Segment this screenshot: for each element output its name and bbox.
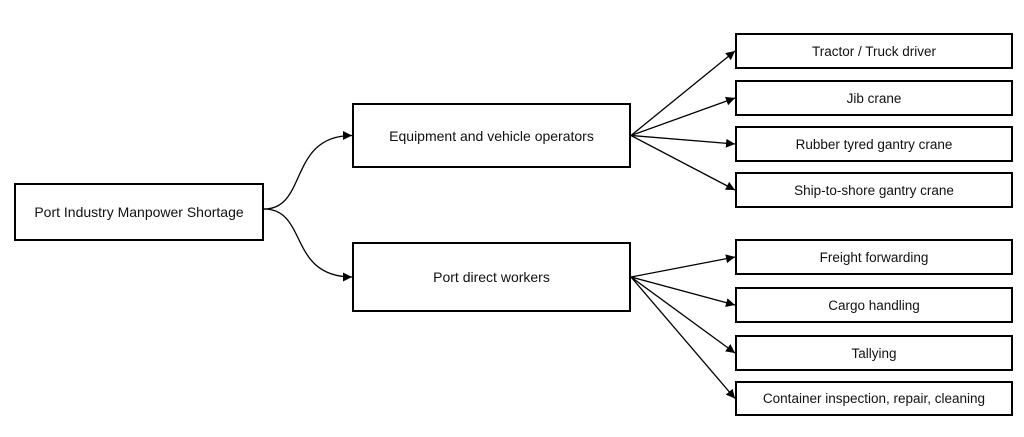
branch-0-to-leaf-0-arrow [630, 50, 736, 137]
leaf-label: Jib crane [846, 90, 902, 106]
leaf-node-truck-driver: Tractor / Truck driver [735, 33, 1013, 69]
branch-1-to-leaf-0-arrow [630, 254, 736, 278]
leaf-node-freight-forwarding: Freight forwarding [735, 239, 1013, 275]
branch-0-to-leaf-1-arrow [630, 96, 736, 137]
leaf-node-rubber-tyred-gantry-crane: Rubber tyred gantry crane [735, 126, 1013, 162]
branch-label: Port direct workers [433, 269, 550, 285]
root-label: Port Industry Manpower Shortage [34, 204, 244, 220]
leaf-node-jib-crane: Jib crane [735, 80, 1013, 116]
leaf-label: Tallying [851, 345, 897, 361]
branch-0-to-leaf-3-arrow [630, 134, 736, 191]
branch-node-port-direct-workers: Port direct workers [352, 242, 631, 312]
branch-node-equipment-operators: Equipment and vehicle operators [352, 103, 631, 168]
leaf-node-tallying: Tallying [735, 335, 1013, 371]
branch-1-to-leaf-1-arrow [630, 276, 736, 308]
leaf-label: Ship-to-shore gantry crane [794, 182, 954, 198]
leaf-label: Rubber tyred gantry crane [795, 136, 953, 152]
leaf-node-container-inspection: Container inspection, repair, cleaning [735, 381, 1013, 416]
root-node: Port Industry Manpower Shortage [14, 183, 264, 241]
root-to-branch-0-arrow [263, 131, 353, 210]
leaf-label: Container inspection, repair, cleaning [762, 391, 986, 406]
branch-1-to-leaf-3-arrow [630, 276, 736, 399]
leaf-label: Cargo handling [828, 297, 920, 313]
root-to-branch-1-arrow [263, 208, 353, 282]
branch-1-to-leaf-2-arrow [630, 276, 736, 354]
branch-0-to-leaf-2-arrow [630, 134, 736, 148]
leaf-node-ship-to-shore-gantry-crane: Ship-to-shore gantry crane [735, 172, 1013, 208]
leaf-label: Freight forwarding [819, 249, 929, 265]
leaf-node-cargo-handling: Cargo handling [735, 287, 1013, 323]
leaf-label: Tractor / Truck driver [811, 43, 937, 59]
branch-label: Equipment and vehicle operators [389, 127, 594, 144]
